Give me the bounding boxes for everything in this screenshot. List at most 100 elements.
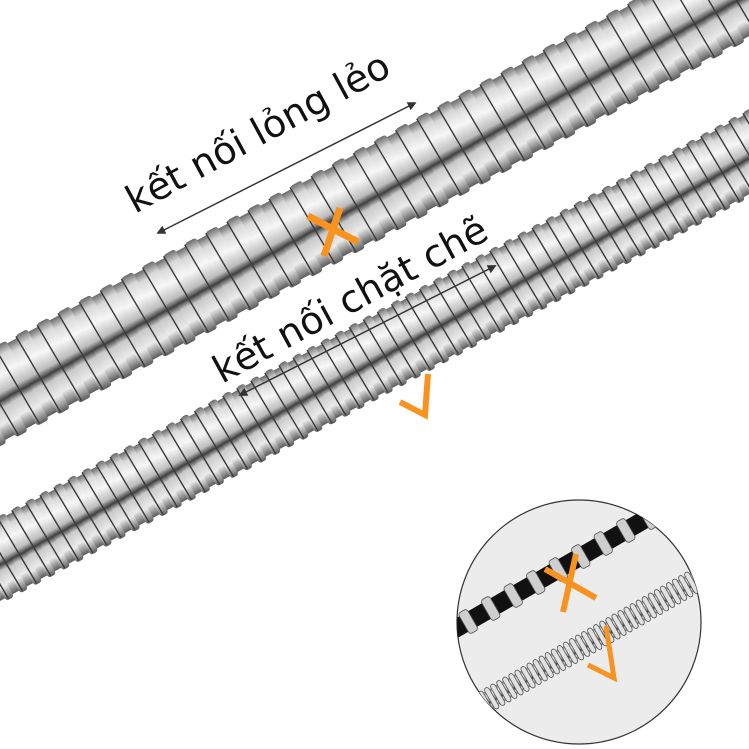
- hose-ring: [181, 414, 224, 486]
- hose-ring-edge: [437, 106, 483, 184]
- hose-ring-edge: [0, 358, 19, 436]
- hose-ring-edge: [141, 267, 188, 344]
- hose-ring: [607, 9, 660, 93]
- hose-ring-edge: [123, 448, 164, 516]
- hose-ring-edge: [601, 189, 642, 256]
- hose-ring: [100, 284, 154, 368]
- hose-ring: [12, 506, 56, 577]
- inset-coil: [550, 648, 566, 671]
- inset-coil: [696, 564, 701, 587]
- hose-ring: [564, 32, 618, 116]
- inset-coil: [465, 697, 482, 720]
- inset-coil: [744, 536, 749, 559]
- inset-coil: [502, 676, 518, 699]
- hose-ring-edge: [669, 0, 715, 58]
- hose-ring: [585, 20, 639, 105]
- hose-ring: [715, 124, 749, 196]
- inset-coil: [544, 652, 560, 675]
- hose-ring-edge: [563, 38, 610, 115]
- hose-ring: [691, 0, 744, 47]
- inset-good-mark-check-icon: [586, 625, 618, 683]
- hose-ring: [237, 384, 281, 455]
- hose-ring: [0, 529, 13, 600]
- hose-ring-edge: [95, 464, 136, 531]
- hose-ring-edge: [0, 347, 41, 425]
- inset-coil: [587, 627, 603, 650]
- hose-ring: [68, 475, 112, 547]
- hose-ring-edge: [184, 244, 230, 321]
- hose-ring: [209, 399, 253, 471]
- hose-ring: [522, 55, 576, 139]
- hose-ring: [490, 246, 534, 318]
- inset-coil: [726, 547, 742, 570]
- hose-ring: [574, 200, 618, 272]
- hose-ring-edge: [0, 532, 10, 600]
- inset-coil: [635, 599, 651, 622]
- hose-ring-edge: [559, 212, 600, 279]
- hose-ring-edge: [542, 49, 589, 127]
- inset-coil: [629, 603, 645, 626]
- inset-coil: [532, 659, 548, 682]
- inset-coil: [490, 683, 506, 706]
- hose-ring: [143, 261, 196, 345]
- hose-ring-edge: [584, 26, 631, 104]
- inset-coil: [672, 578, 688, 601]
- hose-ring-edge: [222, 395, 263, 462]
- hose-ring-edge: [605, 15, 652, 92]
- inset-coil: [575, 634, 591, 657]
- hose-ring: [645, 162, 688, 234]
- hose-ring: [79, 295, 133, 380]
- hose-ring-edge: [162, 255, 209, 333]
- hose-ring: [532, 223, 576, 295]
- inset-coil: [702, 561, 718, 584]
- hose-ring: [58, 307, 112, 391]
- inset-coil: [593, 531, 613, 556]
- hose-ring-edge: [165, 426, 206, 493]
- hose-ring: [138, 437, 182, 509]
- hose-ring: [504, 239, 548, 310]
- hose-ring: [195, 407, 238, 478]
- hose-ring: [152, 430, 196, 501]
- hose-ring-edge: [615, 181, 656, 248]
- hose-ring: [26, 498, 70, 570]
- hose-ring: [110, 452, 154, 524]
- hose-ring-edge: [193, 410, 235, 477]
- inset-coil: [706, 466, 727, 492]
- hose-ring: [96, 460, 140, 532]
- inset-coil: [678, 575, 694, 598]
- hose-ring: [616, 178, 660, 249]
- inset-coil: [484, 687, 500, 710]
- inset-bad-mark-x-icon: [543, 553, 598, 613]
- bad-mark-x-icon: [306, 206, 360, 258]
- hose-ring-edge: [714, 128, 749, 195]
- hose-ring: [631, 170, 674, 242]
- inset-coil: [605, 617, 621, 640]
- hose-ring: [701, 132, 745, 203]
- inset-coil: [508, 673, 524, 696]
- hose-ring-edge: [78, 301, 125, 379]
- hose-ring-edge: [36, 324, 83, 402]
- hose-ring-edge: [57, 313, 104, 390]
- hose-ring: [0, 514, 42, 585]
- comparison-inset: [435, 466, 749, 745]
- hose-ring: [54, 483, 98, 555]
- hose-ring: [560, 208, 604, 280]
- good-mark-check-icon: [398, 373, 431, 420]
- hose-ring-edge: [25, 502, 66, 569]
- inset-coil: [732, 543, 748, 566]
- hose-ring-edge: [479, 83, 526, 161]
- inset-coil: [647, 592, 663, 615]
- inset-coil: [708, 557, 724, 580]
- hose-ring-edge: [81, 471, 122, 538]
- hose-ring: [40, 491, 84, 562]
- inset-coil: [496, 680, 512, 703]
- inset-coil: [661, 500, 681, 517]
- hose-ring-edge: [700, 135, 741, 203]
- inset-coil: [503, 583, 523, 608]
- inset-coil: [714, 554, 730, 577]
- hose-ring: [167, 422, 210, 494]
- tight-length-arrow: [238, 265, 497, 396]
- hose-ring-edge: [137, 441, 178, 508]
- inset-coil: [435, 622, 456, 648]
- hose-ring-edge: [53, 487, 94, 554]
